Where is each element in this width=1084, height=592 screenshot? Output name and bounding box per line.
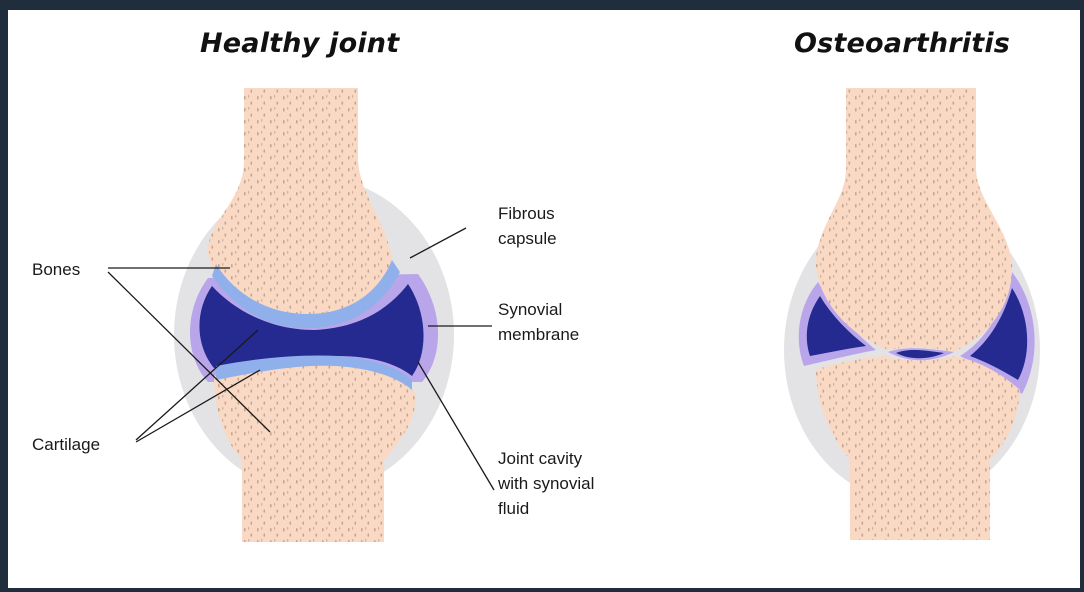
- label-cavity-line-1: Joint cavity: [498, 446, 594, 471]
- label-cavity-line-3: fluid: [498, 496, 594, 521]
- label-synovial-line-1: Synovial: [498, 297, 579, 322]
- diagram-canvas: Healthy joint Osteoarthritis: [8, 10, 1080, 588]
- healthy-joint: [108, 88, 494, 542]
- osteoarthritis-joint: [784, 88, 1040, 540]
- label-synovial-line-2: membrane: [498, 322, 579, 347]
- healthy-upper-bone: [208, 88, 392, 322]
- label-fibrous-line-1: Fibrous: [498, 201, 557, 226]
- label-cavity-line-2: with synovial: [498, 471, 594, 496]
- label-bones: Bones: [32, 257, 80, 282]
- leader-joint-cavity: [418, 362, 494, 490]
- healthy-lower-bone: [214, 362, 416, 542]
- label-joint-cavity: Joint cavity with synovial fluid: [498, 446, 594, 521]
- label-fibrous-capsule: Fibrous capsule: [498, 201, 557, 251]
- oa-upper-bone: [816, 88, 1012, 352]
- label-synovial-membrane: Synovial membrane: [498, 297, 579, 347]
- oa-lower-bone: [816, 356, 1020, 540]
- label-cartilage: Cartilage: [32, 432, 100, 457]
- label-fibrous-line-2: capsule: [498, 226, 557, 251]
